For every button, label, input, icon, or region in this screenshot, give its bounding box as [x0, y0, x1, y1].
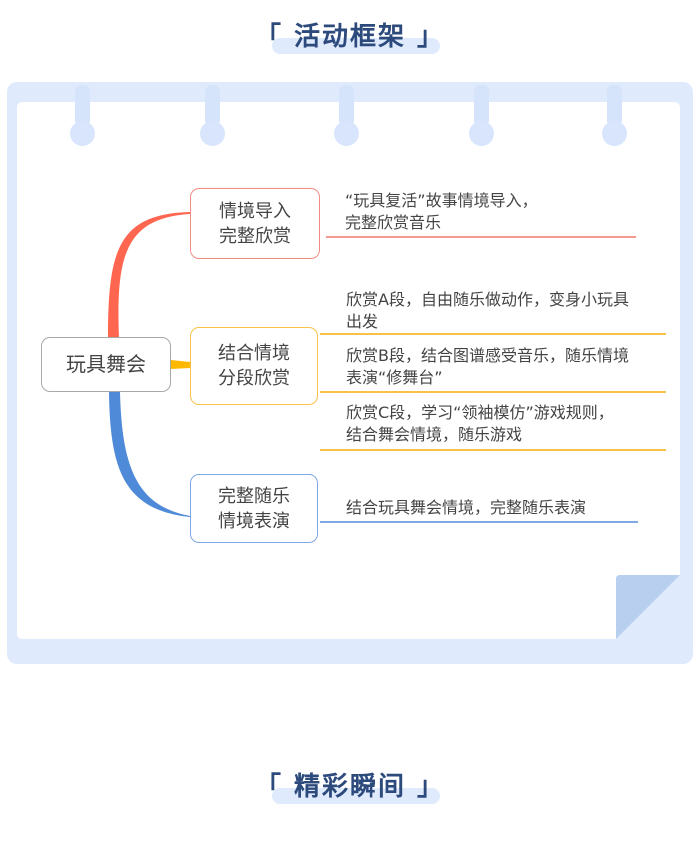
section-title-activity-framework: 「 活动框架 」 [0, 16, 700, 54]
branch-label: 结合情境 分段欣赏 [218, 343, 290, 389]
section-title-text: 「 活动框架 」 [254, 22, 446, 52]
leaf-text: 欣赏A段，自由随乐做动作，变身小玩具 出发 [346, 290, 629, 331]
mindmap-root-node: 玩具舞会 [41, 337, 171, 392]
root-label: 玩具舞会 [66, 352, 146, 376]
binder-ring-bar [339, 85, 354, 127]
binder-ring-hole [469, 121, 494, 146]
branch-label: 情境导入 完整欣赏 [219, 200, 291, 247]
binder-ring-bar [205, 85, 220, 127]
title-brush-highlight [272, 38, 440, 54]
binder-ring-bar [607, 85, 622, 127]
leaf-text: 欣赏C段，学习“领袖模仿”游戏规则， 结合舞会情境，随乐游戏 [346, 403, 614, 444]
leaf-underline [326, 236, 636, 238]
leaf-underline [320, 449, 666, 451]
binder-ring-hole [200, 121, 225, 146]
section-title-highlights: 「 精彩瞬间 」 [0, 766, 700, 804]
mindmap-branch-node: 结合情境 分段欣赏 [190, 327, 318, 405]
binder-ring-hole [70, 121, 95, 146]
binder-ring-bar [474, 85, 489, 127]
leaf-underline [320, 333, 666, 335]
mindmap-branch-node: 完整随乐 情境表演 [190, 474, 318, 543]
leaf-underline [320, 391, 666, 393]
binder-ring-hole [602, 121, 627, 146]
leaf-text: 结合玩具舞会情境，完整随乐表演 [346, 498, 587, 517]
page-fold-corner-icon [616, 575, 680, 639]
leaf-text: “玩具复活”故事情境导入， 完整欣赏音乐 [345, 191, 538, 232]
binder-ring-bar [75, 85, 90, 127]
leaf-underline [320, 521, 638, 523]
binder-ring-hole [334, 121, 359, 146]
leaf-text: 欣赏B段，结合图谱感受音乐，随乐情境 表演“修舞台” [346, 346, 629, 387]
section-title-text: 「 精彩瞬间 」 [254, 772, 446, 802]
title-brush-highlight [272, 788, 440, 804]
branch-label: 完整随乐 情境表演 [218, 485, 290, 532]
mindmap-branch-node: 情境导入 完整欣赏 [190, 188, 320, 259]
